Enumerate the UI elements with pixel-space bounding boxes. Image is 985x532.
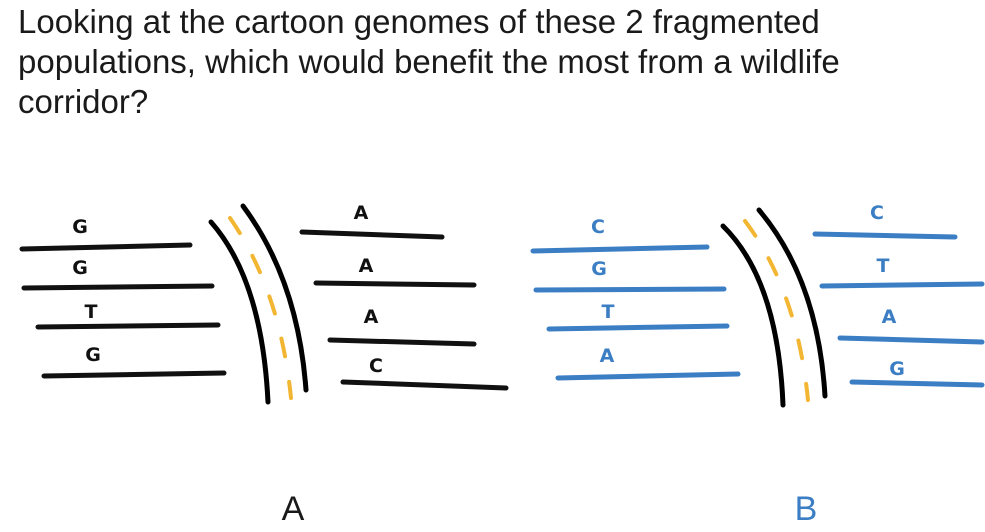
base-letter: T [85,301,98,323]
strand-line [21,283,215,291]
panel-b: C G T A C T A G B [530,202,985,528]
road-left-edge [720,223,786,408]
road-center-dashes [228,216,293,400]
strand-line [546,323,730,332]
base-letter: C [870,202,884,224]
base-letter: G [72,216,88,238]
base-letter: T [602,301,615,323]
strand-line [313,280,477,288]
base-letter: G [85,344,101,366]
base-letter: A [364,306,379,328]
base-letter: A [882,306,897,328]
strand-line [299,229,445,240]
road-right-edge [756,207,828,399]
strand-line [555,371,741,381]
strand-line [35,322,221,330]
panel-a: G G T G A A A C A [19,202,509,528]
base-letter: C [369,355,383,377]
strand-line [327,337,477,347]
road-right-edge [240,203,309,393]
base-letter: A [354,202,369,224]
strand-line [340,379,509,391]
panel-b-right-population: C T A G [812,202,985,388]
base-letter: G [889,358,905,380]
base-letter: A [359,255,374,277]
panel-a-label: A [282,490,305,528]
road-center-dashes [743,219,810,402]
strand-line [837,335,985,345]
strand-line [533,286,727,293]
base-letter: G [72,257,88,279]
panel-a-left-population: G G T G [19,216,227,379]
panel-b-label: B [795,490,818,528]
question-text: Looking at the cartoon genomes of these … [18,3,840,120]
base-letter: C [591,216,605,238]
strand-line [41,370,227,379]
panel-b-road [720,207,828,408]
strand-line [530,244,710,254]
strand-line [19,242,193,252]
panel-b-left-population: C G T A [530,216,741,381]
strand-line [819,281,985,289]
panel-a-right-population: A A A C [299,202,509,391]
strand-line [849,379,985,388]
base-letter: A [600,345,615,367]
strand-line [812,231,958,240]
panel-a-road [208,203,309,405]
base-letter: T [877,255,890,277]
base-letter: G [591,258,607,280]
road-left-edge [208,219,271,405]
